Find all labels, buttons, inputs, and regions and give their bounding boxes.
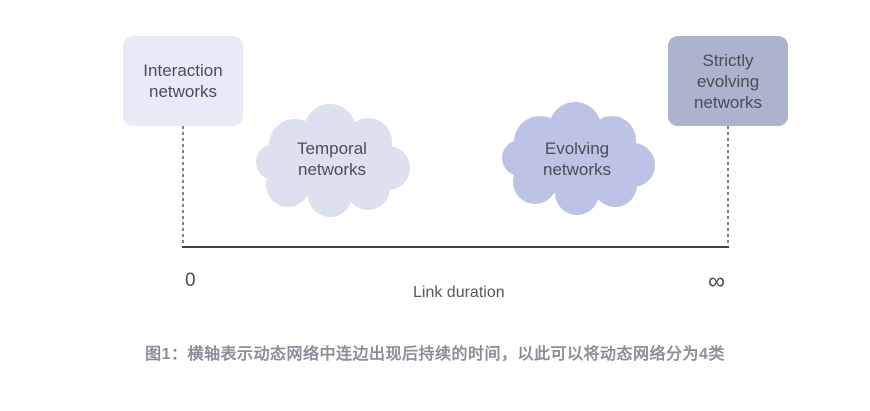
evolving-label-line1: Evolving — [544, 139, 610, 158]
evolving-cloud — [502, 102, 655, 215]
axis-start-label: 0 — [185, 270, 196, 291]
axis-title: Link duration — [413, 284, 505, 301]
strictly-evolving-networks-box: Strictly evolving networks — [668, 36, 788, 126]
evolving-label-line2: networks — [542, 160, 612, 179]
axis-end-label: ∞ — [708, 268, 726, 295]
strictly-label-line1: Strictly — [702, 50, 754, 70]
interaction-label-line2: networks — [148, 82, 218, 101]
interaction-label-line1: Interaction — [143, 61, 223, 80]
interaction-networks-box: Interaction networks — [123, 36, 243, 126]
temporal-networks-label: Temporal networks — [262, 138, 402, 180]
evolving-networks-label: Evolving networks — [507, 138, 647, 180]
temporal-cloud — [256, 104, 410, 217]
temporal-label-line1: Temporal — [297, 139, 367, 158]
strictly-label-line3: networks — [693, 92, 763, 112]
temporal-label-line2: networks — [297, 160, 367, 179]
strictly-label-line2: evolving — [696, 71, 760, 91]
figure-caption: 图1：横轴表示动态网络中连边出现后持续的时间，以此可以将动态网络分为4类 — [145, 346, 725, 363]
